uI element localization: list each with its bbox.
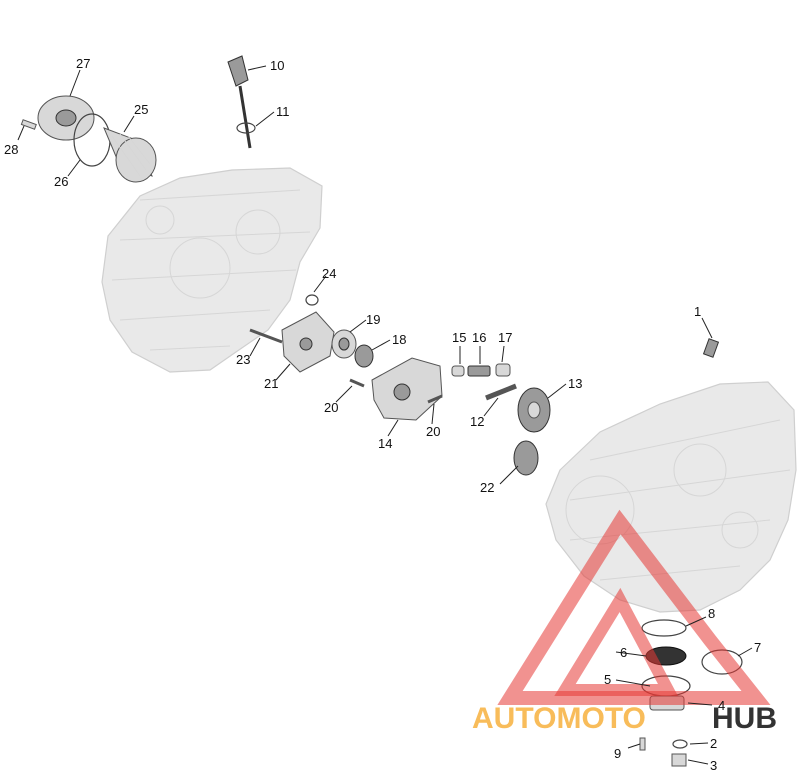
part-15-16-17-valve bbox=[451, 363, 511, 377]
part-28-screw bbox=[20, 119, 37, 130]
part-12-shaft bbox=[485, 383, 517, 401]
part-1-sensor bbox=[702, 338, 720, 358]
callout-27: 27 bbox=[76, 56, 90, 71]
callout-20b: 20 bbox=[426, 424, 440, 439]
callout-12: 12 bbox=[470, 414, 484, 429]
callout-28: 28 bbox=[4, 142, 18, 157]
part-20-pin-b bbox=[427, 394, 443, 404]
callout-16: 16 bbox=[472, 330, 486, 345]
callout-14: 14 bbox=[378, 436, 392, 451]
callout-19: 19 bbox=[366, 312, 380, 327]
callout-labels: 1 2 3 4 5 6 7 8 9 10 11 12 13 14 15 16 1… bbox=[4, 56, 761, 773]
callout-18: 18 bbox=[392, 332, 406, 347]
callout-21: 21 bbox=[264, 376, 278, 391]
callout-15: 15 bbox=[452, 330, 466, 345]
part-8-o-ring bbox=[641, 619, 687, 637]
part-21-pump-cover bbox=[281, 311, 335, 373]
part-10-dipstick bbox=[227, 55, 252, 149]
callout-5: 5 bbox=[604, 672, 611, 687]
part-25-oil-filter bbox=[103, 127, 157, 183]
part-24-o-ring bbox=[305, 294, 319, 306]
callout-13: 13 bbox=[568, 376, 582, 391]
part-9-screw bbox=[639, 737, 646, 751]
watermark-text-automoto: AUTOMOTO bbox=[472, 702, 646, 735]
callout-10: 10 bbox=[270, 58, 284, 73]
callout-11: 11 bbox=[276, 104, 290, 119]
callout-17: 17 bbox=[498, 330, 512, 345]
callout-2: 2 bbox=[710, 736, 717, 751]
part-20-pin-a bbox=[349, 378, 365, 388]
callout-25: 25 bbox=[134, 102, 148, 117]
part-18-gear bbox=[354, 344, 374, 368]
callout-9: 9 bbox=[614, 746, 621, 761]
callout-3: 3 bbox=[710, 758, 717, 773]
leader-lines bbox=[17, 65, 753, 765]
part-22-gear bbox=[513, 440, 539, 476]
callout-6: 6 bbox=[620, 645, 627, 660]
part-13-gear bbox=[517, 387, 551, 433]
callout-26: 26 bbox=[54, 174, 68, 189]
callout-22: 22 bbox=[480, 480, 494, 495]
automotohub-watermark: AUTOMOTO HUB bbox=[472, 509, 777, 735]
watermark-text-hub: HUB bbox=[712, 702, 777, 735]
part-2-washer bbox=[672, 739, 688, 749]
callout-7: 7 bbox=[754, 640, 761, 655]
callout-1: 1 bbox=[694, 304, 701, 319]
crankcase-left-ghost bbox=[101, 167, 323, 373]
part-3-drain-plug bbox=[671, 753, 687, 767]
part-27-filter-cover bbox=[37, 95, 95, 141]
callout-4: 4 bbox=[718, 698, 725, 713]
callout-8: 8 bbox=[708, 606, 715, 621]
crankcase-right-ghost bbox=[545, 381, 797, 613]
part-14-pump-body bbox=[371, 357, 443, 421]
part-11-o-ring bbox=[236, 122, 256, 134]
callout-23: 23 bbox=[236, 352, 250, 367]
part-23-bolt bbox=[249, 328, 283, 344]
callout-24: 24 bbox=[322, 266, 336, 281]
callout-20a: 20 bbox=[324, 400, 338, 415]
part-19-rotor bbox=[331, 329, 357, 359]
